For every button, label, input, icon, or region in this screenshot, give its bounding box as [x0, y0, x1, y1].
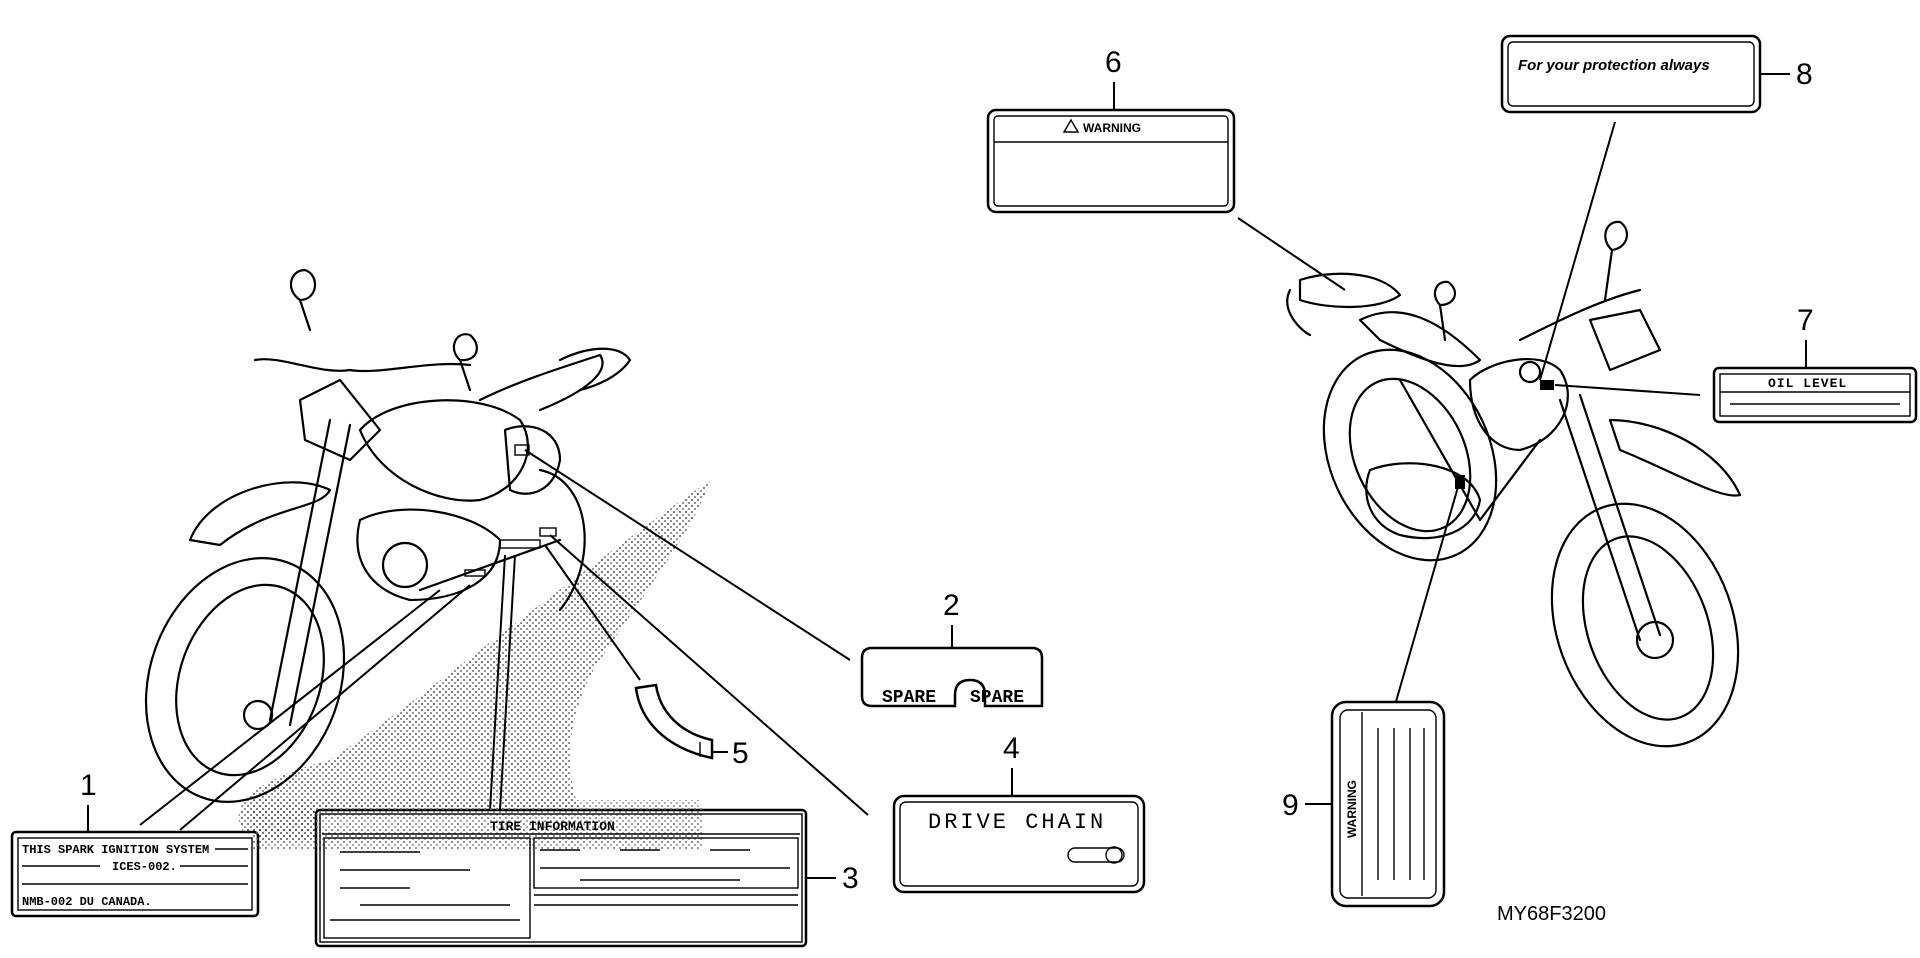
leader-2 [524, 449, 851, 661]
front-rim-right [1581, 535, 1715, 721]
headlight-right [1588, 308, 1662, 372]
front-rim-left [175, 583, 325, 777]
front-fork-right [1558, 393, 1662, 642]
fuel-tank-left [358, 399, 529, 502]
engine-left [356, 508, 502, 602]
spare-right: SPARE [970, 688, 1024, 708]
rear-tail-right [1286, 272, 1402, 337]
motorcycle-left-view [144, 268, 710, 840]
front-fork-left [268, 418, 352, 727]
front-hub-right [1635, 620, 1675, 660]
decal-3-tire-info: TIRE INFORMATION [252, 808, 808, 948]
front-tire-left [144, 557, 346, 803]
headlight-left [298, 378, 382, 462]
motorcycle-right-view [1286, 220, 1742, 748]
tire-info-stipple [252, 808, 702, 850]
spare-left: SPARE [882, 688, 936, 708]
leader-3 [489, 554, 516, 811]
decal-1-ignition: THIS SPARK IGNITION SYSTEM ICES-002. NMB… [10, 830, 260, 918]
shadow-stipple-left [238, 480, 710, 840]
decal-9-warning-vertical: WARNING [1330, 700, 1446, 908]
callout-9: 9 [1282, 789, 1299, 822]
callout-2: 2 [943, 589, 960, 622]
decal-6-warning: WARNING [986, 108, 1236, 214]
decal-marker-1 [464, 569, 486, 577]
callout-8: 8 [1796, 58, 1813, 91]
seat-right [1358, 311, 1482, 368]
protection-text: For your protection always [1518, 57, 1710, 74]
engine-cover-left [381, 541, 429, 589]
handlebar-left [253, 358, 472, 373]
warning-6-text: WARNING [1083, 121, 1141, 135]
decal-marker-2 [514, 444, 530, 456]
rear-rim-right [1348, 377, 1472, 533]
side-cover-left [503, 425, 562, 495]
decal-marker-4 [539, 527, 557, 537]
callout-6: 6 [1105, 46, 1122, 79]
frame-right [1398, 378, 1542, 522]
ignition-line1: THIS SPARK IGNITION SYSTEM [22, 843, 209, 857]
decal-4-drive-chain: DRIVE CHAIN [892, 794, 1146, 894]
front-tire-right [1550, 502, 1740, 748]
fuel-tank-right [1468, 358, 1569, 452]
callout-1: 1 [80, 769, 97, 802]
leader-7 [1554, 384, 1701, 396]
mirror-right-b [1433, 280, 1457, 342]
leader-5 [544, 544, 641, 681]
front-fender-left [188, 481, 332, 547]
callout-7: 7 [1797, 304, 1814, 337]
warning-triangle-icon [1062, 118, 1080, 133]
warning-9-text: WARNING [1345, 780, 1359, 838]
seat-left [478, 353, 604, 412]
rear-tire-right [1322, 348, 1498, 562]
diagram-code: MY68F3200 [1497, 903, 1606, 925]
decal-marker-7 [1540, 380, 1554, 390]
decal-7-oil-level: OIL LEVEL [1712, 366, 1918, 424]
decal-marker-3 [499, 539, 541, 549]
tire-info-title: TIRE INFORMATION [490, 819, 615, 834]
mirror-left-a [289, 268, 316, 332]
oil-level-text: OIL LEVEL [1768, 376, 1847, 391]
leader-4 [549, 534, 869, 816]
leader-9 [1394, 479, 1461, 706]
decal-2-spare: SPARE SPARE [860, 646, 1044, 708]
leader-8 [1539, 121, 1616, 381]
ignition-line2: ICES-002. [112, 860, 177, 874]
front-fender-right [1608, 418, 1742, 497]
drive-chain-slider-icon [1067, 847, 1125, 863]
rear-fender-left [558, 347, 632, 392]
drive-chain-text: DRIVE CHAIN [928, 810, 1106, 835]
callout-4: 4 [1003, 732, 1020, 765]
callout-5: 5 [732, 737, 749, 770]
rear-wheel-left [538, 468, 586, 612]
ignition-line3: NMB-002 DU CANADA. [22, 895, 152, 909]
handlebar-right [1518, 288, 1642, 342]
decal-8-protection: For your protection always [1500, 34, 1762, 114]
mirror-right-a [1603, 220, 1629, 302]
mirror-left-b [452, 333, 478, 392]
leader-1 [139, 584, 471, 831]
engine-right [1365, 462, 1482, 540]
decal-5-strip [634, 683, 714, 760]
callout-3: 3 [842, 862, 859, 895]
fuel-cap-right [1518, 360, 1542, 384]
leader-6 [1237, 217, 1346, 291]
